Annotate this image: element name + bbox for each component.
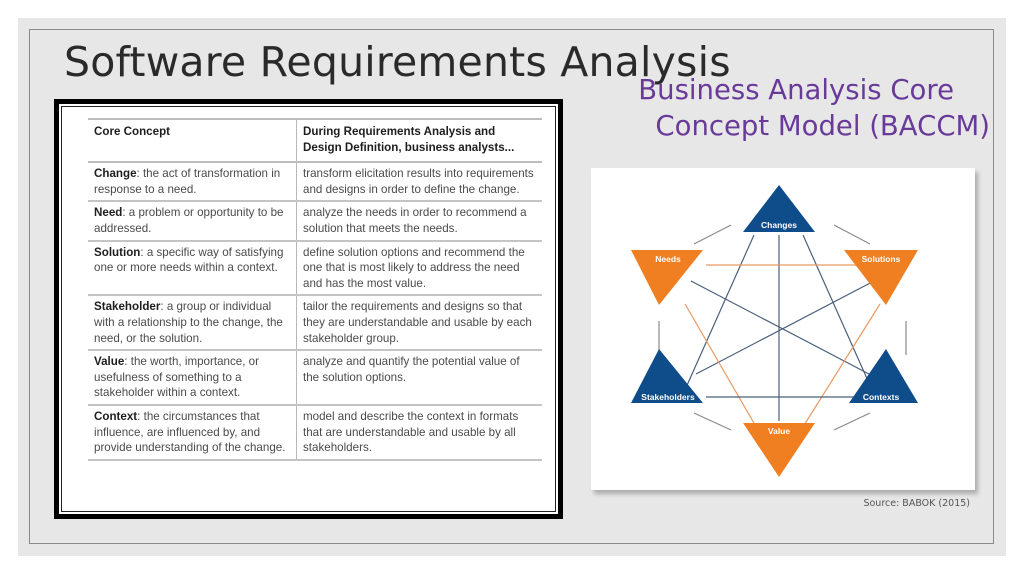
triangle-down-icon (631, 250, 703, 305)
activity-cell: transform elicitation results into requi… (296, 162, 542, 203)
subtitle-line-2: Concept Model (BACCM) (655, 110, 990, 142)
table-row: Need: a problem or opportunity to be add… (88, 201, 542, 242)
slide-frame (29, 29, 994, 544)
slide-title: Software Requirements Analysis (64, 38, 731, 86)
node-label-stakeholders: Stakeholders (641, 392, 695, 402)
concept-cell: Solution: a specific way of satisfying o… (88, 240, 297, 297)
node-contexts: Contexts (849, 349, 918, 403)
activity-cell: analyze the needs in order to recommend … (296, 201, 542, 242)
triangle-down-icon (743, 423, 815, 477)
activity-cell: tailor the requirements and designs so t… (296, 295, 542, 352)
concept-cell: Stakeholder: a group or individual with … (88, 295, 297, 352)
concept-definition: : a group or individual with a relations… (94, 300, 283, 345)
concept-definition: : the act of transformation in response … (94, 167, 281, 196)
node-label-value: Value (768, 426, 790, 436)
inner-connectors (679, 234, 881, 431)
table-row: Change: the act of transformation in res… (88, 162, 542, 203)
outer-connectors (658, 224, 907, 431)
activity-cell: analyze and quantify the potential value… (296, 350, 542, 406)
node-needs: Needs (631, 250, 703, 305)
concept-cell: Need: a problem or opportunity to be add… (88, 201, 297, 242)
table-row: Stakeholder: a group or individual with … (88, 295, 542, 352)
concept-definition: : the worth, importance, or usefulness o… (94, 355, 259, 400)
subtitle-line-1: Business Analysis Core (638, 74, 954, 106)
node-label-solutions: Solutions (862, 254, 901, 264)
node-value: Value (743, 423, 815, 477)
core-concepts-table-image: Core Concept During Requirements Analysi… (54, 99, 563, 519)
triangle-up-icon (631, 349, 703, 403)
baccm-diagram-image: Changes Needs Solutions Stakeholders Con… (591, 168, 975, 490)
concept-term: Change (94, 167, 137, 181)
core-concepts-table: Core Concept During Requirements Analysi… (88, 117, 542, 461)
node-solutions: Solutions (844, 250, 918, 305)
concept-definition: : a specific way of satisfying one or mo… (94, 245, 284, 275)
table-row: Value: the worth, importance, or usefuln… (88, 350, 542, 406)
concept-term: Value (94, 355, 125, 369)
activity-cell: define solution options and recommend th… (296, 240, 542, 297)
triangle-up-icon (743, 185, 815, 232)
slide-subtitle: Business Analysis Core Concept Model (BA… (600, 72, 990, 144)
header-core-concept: Core Concept (88, 117, 297, 164)
concept-definition: : a problem or opportunity to be address… (94, 206, 284, 235)
table-header-row: Core Concept During Requirements Analysi… (88, 117, 542, 164)
baccm-diagram: Changes Needs Solutions Stakeholders Con… (631, 185, 918, 477)
activity-cell: model and describe the context in format… (296, 404, 542, 461)
triangle-down-icon (844, 250, 918, 305)
concept-cell: Value: the worth, importance, or usefuln… (88, 350, 297, 406)
table-row: Context: the circumstances that influenc… (88, 404, 542, 461)
concept-definition: : the circumstances that influence, are … (94, 409, 286, 455)
concept-term: Context (94, 409, 138, 423)
header-activity: During Requirements Analysis and Design … (296, 117, 542, 164)
node-changes: Changes (743, 185, 815, 232)
triangle-up-icon (849, 349, 918, 403)
concept-term: Need (94, 206, 123, 220)
node-stakeholders: Stakeholders (631, 349, 703, 403)
node-label-needs: Needs (655, 254, 681, 264)
concept-cell: Change: the act of transformation in res… (88, 162, 297, 203)
table-row: Solution: a specific way of satisfying o… (88, 240, 542, 297)
concept-term: Solution (94, 245, 141, 259)
concept-cell: Context: the circumstances that influenc… (88, 404, 297, 461)
concept-term: Stakeholder (94, 300, 161, 314)
node-label-contexts: Contexts (863, 392, 900, 402)
node-label-changes: Changes (761, 220, 797, 230)
source-citation: Source: BABOK (2015) (863, 498, 970, 509)
